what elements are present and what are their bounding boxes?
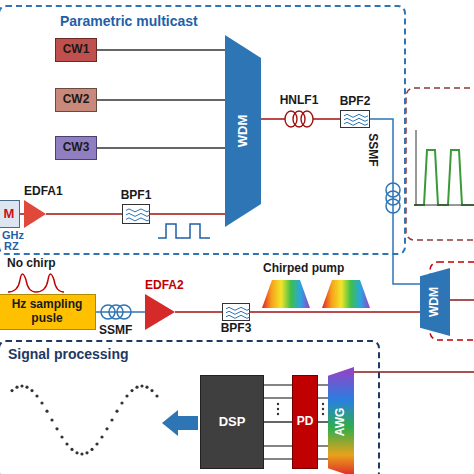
awg-demux: AWG bbox=[328, 367, 354, 474]
shape-outline bbox=[145, 294, 175, 330]
bandpass-filter: BPF2 bbox=[340, 110, 370, 128]
connector bbox=[250, 311, 420, 313]
connector bbox=[264, 421, 292, 423]
group-region: Signal processingDSP PD AWG bbox=[0, 340, 380, 474]
group-title: Parametric multicast bbox=[60, 13, 198, 29]
connector bbox=[20, 213, 24, 215]
fiber-label: SSMF bbox=[98, 324, 133, 338]
node-label: AWG bbox=[334, 408, 348, 437]
node-label: EDFA2 bbox=[145, 279, 184, 293]
node-label: BPF1 bbox=[121, 189, 152, 203]
node-label: CW2 bbox=[63, 93, 90, 107]
shape-outline bbox=[123, 205, 151, 225]
chirped-pump bbox=[262, 280, 310, 308]
chirped-pump bbox=[322, 280, 370, 308]
connector bbox=[46, 213, 122, 215]
node-label: Hz sampling pusle bbox=[0, 298, 95, 326]
process-region bbox=[406, 88, 474, 240]
node-label: WDM bbox=[236, 115, 251, 148]
shape-outline bbox=[341, 111, 371, 129]
pulse-label: No chirp bbox=[6, 257, 57, 271]
pulse-source-box: Hz sampling pusle bbox=[0, 294, 96, 330]
connector bbox=[96, 311, 145, 313]
node-label: HNLF1 bbox=[280, 94, 319, 108]
photodiode-box: PD bbox=[292, 375, 318, 469]
node-label: BPF3 bbox=[221, 322, 252, 336]
dsp-box: DSP bbox=[200, 375, 264, 469]
node-label: PD bbox=[297, 415, 314, 429]
amplifier-triangle: EDFA1 bbox=[24, 200, 46, 228]
shape-outline bbox=[223, 304, 251, 322]
spectrum-plot bbox=[414, 130, 474, 205]
output-arrow bbox=[162, 410, 198, 436]
node-label: EDFA1 bbox=[24, 185, 63, 199]
connector bbox=[97, 49, 225, 51]
bandpass-filter: BPF1 bbox=[122, 204, 150, 224]
node-label: BPF2 bbox=[340, 95, 371, 109]
shape-outline bbox=[24, 200, 46, 228]
pulse-waveform bbox=[8, 274, 64, 292]
node-label: DSP bbox=[219, 415, 246, 430]
connector bbox=[318, 421, 328, 423]
node-label: CW1 bbox=[63, 43, 90, 57]
connector bbox=[97, 147, 225, 149]
connector bbox=[150, 213, 225, 215]
amplifier-triangle: EDFA2 bbox=[145, 294, 175, 330]
node-label: CW3 bbox=[63, 141, 90, 155]
sampled-waveform bbox=[10, 384, 158, 455]
laser-box: CW2 bbox=[55, 88, 97, 112]
shape-outline bbox=[285, 110, 313, 128]
signal-label: RZ bbox=[3, 240, 20, 253]
modulator-box: M bbox=[0, 200, 20, 228]
connector bbox=[313, 118, 340, 120]
group-title: Signal processing bbox=[8, 346, 129, 362]
connector bbox=[261, 118, 285, 120]
node-label: M bbox=[4, 207, 15, 222]
wdm-mux: WDM bbox=[225, 35, 261, 227]
group-region: Parametric multicastCW1CW2CW3WDMHNLF1BPF… bbox=[0, 5, 406, 255]
fiber-coil: HNLF1 bbox=[285, 110, 313, 128]
spectrum-plot bbox=[414, 150, 474, 205]
wdm-mux: WDM bbox=[420, 268, 450, 336]
bandpass-filter: BPF3 bbox=[222, 303, 250, 321]
rz-pulses bbox=[158, 224, 210, 238]
pump-label: Chirped pump bbox=[262, 262, 345, 276]
fiber-line bbox=[354, 300, 474, 372]
connector bbox=[175, 311, 222, 313]
connector bbox=[97, 99, 225, 101]
laser-box: CW3 bbox=[55, 136, 97, 160]
laser-box: CW1 bbox=[55, 38, 97, 62]
node-label: WDM bbox=[428, 287, 442, 317]
fiber-label: SSMF bbox=[365, 132, 379, 167]
